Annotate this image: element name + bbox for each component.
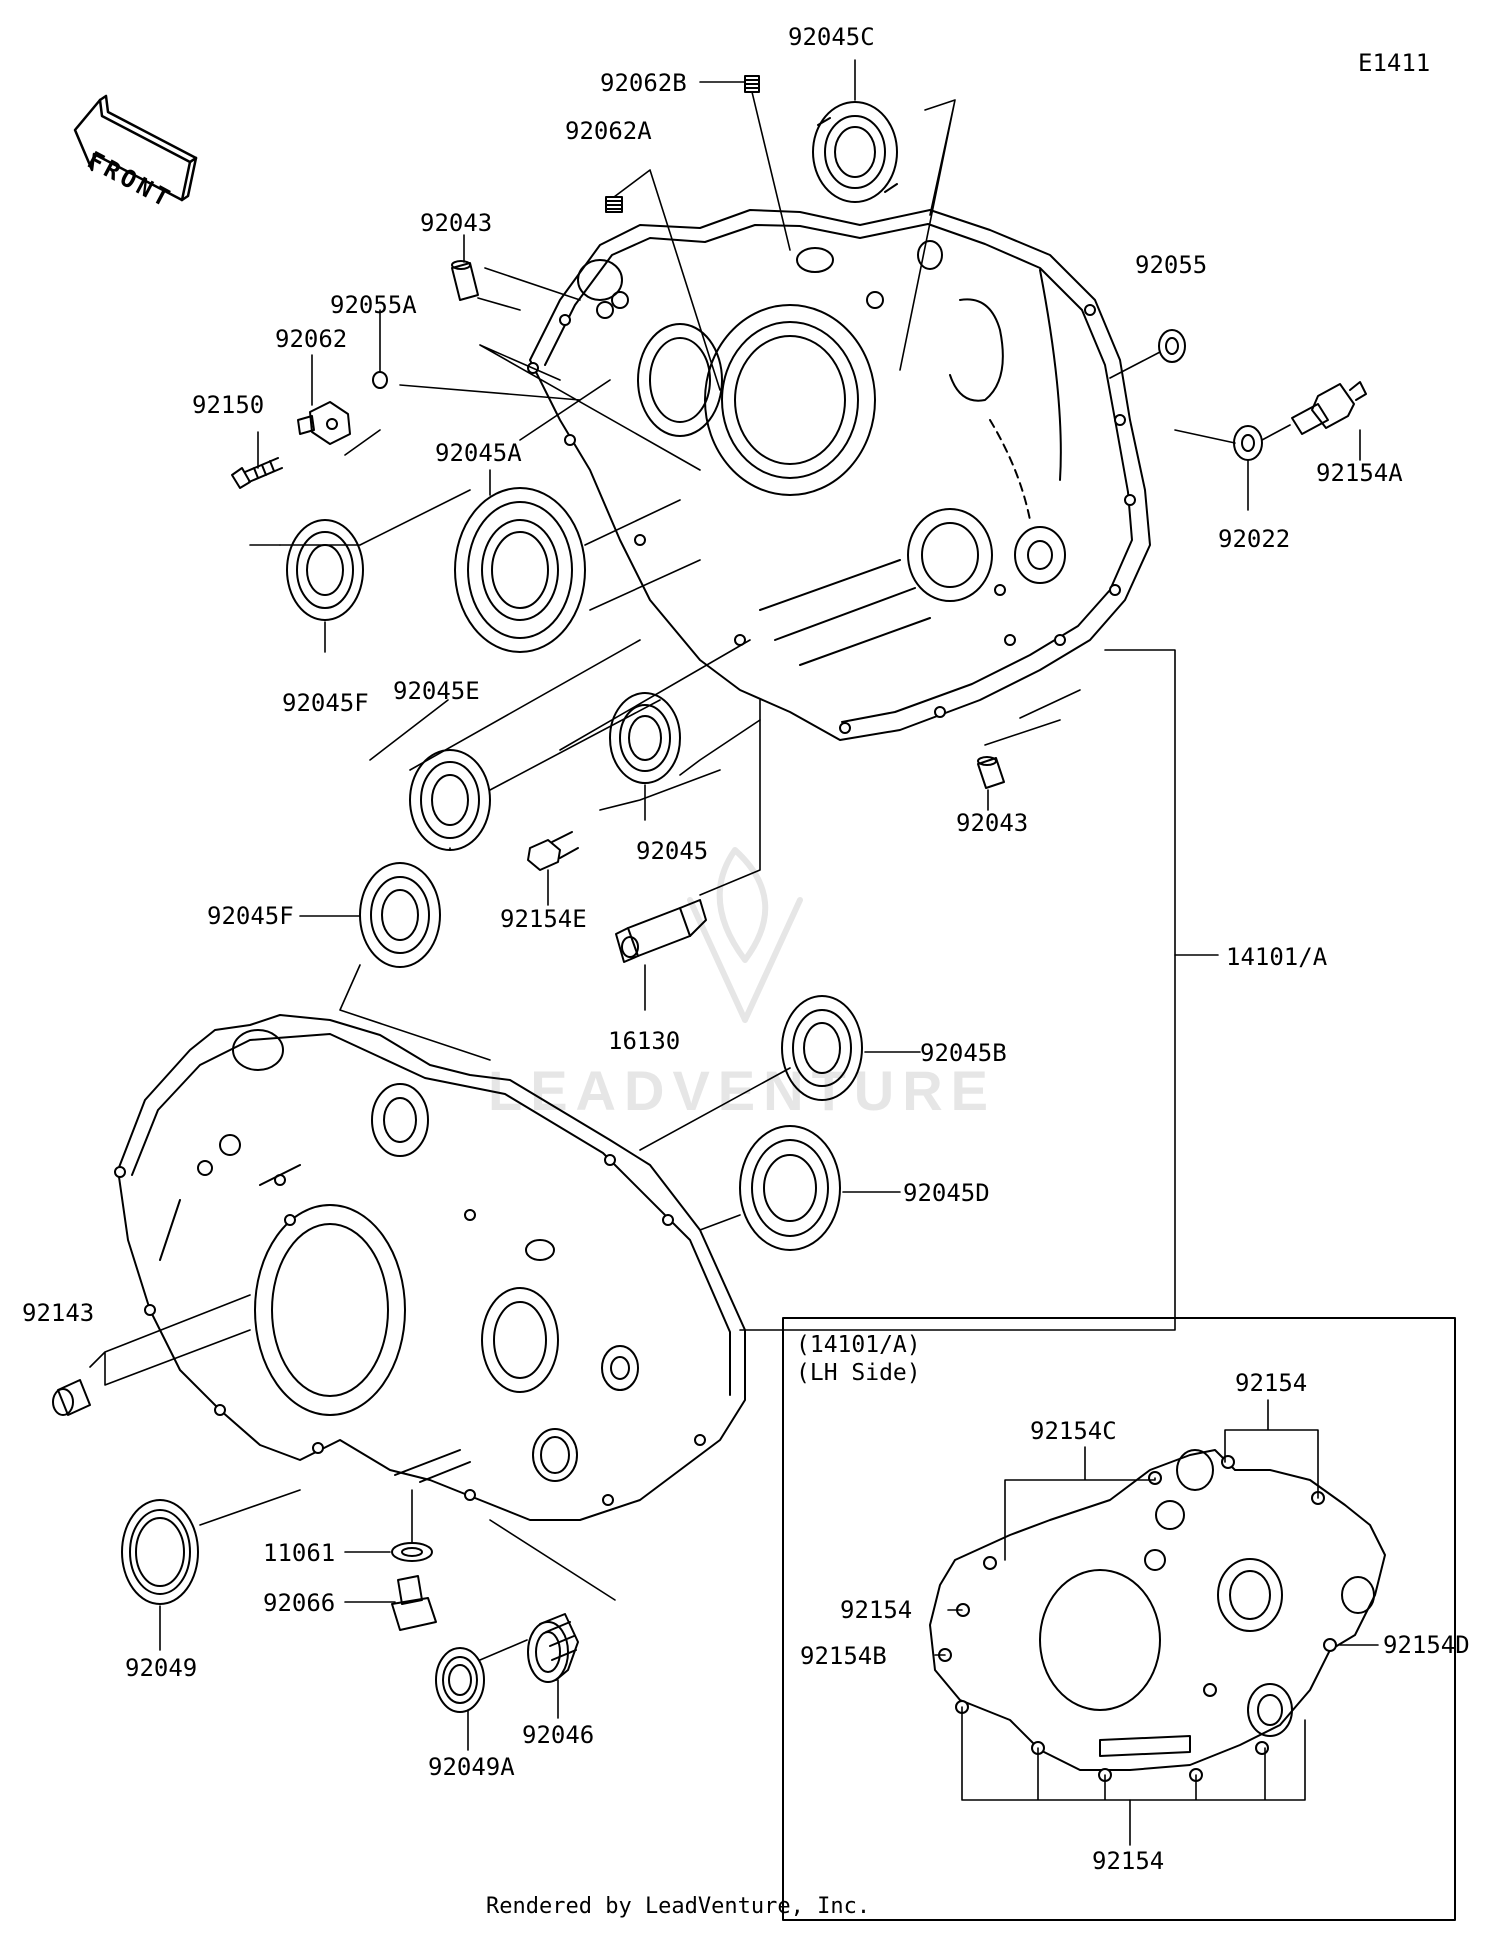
label-92045F-mid[interactable]: 92045F <box>207 902 294 930</box>
label-11061[interactable]: 11061 <box>263 1539 336 1567</box>
label-92150[interactable]: 92150 <box>192 391 265 419</box>
inset-title-line2: (LH Side) <box>796 1360 921 1386</box>
label-92062A[interactable]: 92062A <box>565 117 652 145</box>
washer-92022[interactable] <box>1233 425 1263 461</box>
label-92045A[interactable]: 92045A <box>435 439 522 467</box>
bearing-92045E[interactable] <box>409 749 491 851</box>
bolt-92154A[interactable] <box>1291 381 1367 435</box>
label-16130[interactable]: 16130 <box>608 1027 681 1055</box>
label-92045F-top[interactable]: 92045F <box>282 689 369 717</box>
crankcase-lh-half <box>114 1014 746 1521</box>
label-92045B[interactable]: 92045B <box>920 1039 1007 1067</box>
footer-credit: Rendered by LeadVenture, Inc. <box>486 1894 871 1919</box>
front-arrow-icon <box>73 94 198 202</box>
bearing-92045B[interactable] <box>781 995 863 1101</box>
washer-92055[interactable] <box>1158 329 1186 363</box>
inset-frame <box>782 1317 1456 1921</box>
label-92045C[interactable]: 92045C <box>788 23 875 51</box>
label-14101A[interactable]: 14101/A <box>1226 943 1328 971</box>
drain-plug-92066[interactable] <box>391 1575 437 1631</box>
inset-crankcase-lh <box>929 1449 1386 1782</box>
setscrew-92062A[interactable] <box>605 196 623 213</box>
bearing-92045C[interactable] <box>812 101 898 203</box>
label-92062[interactable]: 92062 <box>275 325 348 353</box>
watermark-logo <box>687 847 803 1023</box>
bearing-92045A[interactable] <box>454 487 586 653</box>
label-92066[interactable]: 92066 <box>263 1589 336 1617</box>
diagram-code: E1411 <box>1358 49 1431 77</box>
label-92154A[interactable]: 92154A <box>1316 459 1403 487</box>
bearing-92045[interactable] <box>609 692 681 784</box>
label-92154C[interactable]: 92154C <box>1030 1417 1117 1445</box>
inset-title-line1: (14101/A) <box>796 1332 921 1358</box>
label-92022[interactable]: 92022 <box>1218 525 1291 553</box>
label-92043-bottom[interactable]: 92043 <box>956 809 1029 837</box>
label-92055[interactable]: 92055 <box>1135 251 1208 279</box>
bolt-92154E[interactable] <box>527 831 579 871</box>
label-92045[interactable]: 92045 <box>636 837 709 865</box>
bearing-92045D[interactable] <box>739 1125 841 1251</box>
label-92045D[interactable]: 92045D <box>903 1179 990 1207</box>
gasket-11061[interactable] <box>391 1542 433 1562</box>
label-92046[interactable]: 92046 <box>522 1721 595 1749</box>
label-92049[interactable]: 92049 <box>125 1654 198 1682</box>
leader-lines <box>89 59 1379 1846</box>
label-92154E[interactable]: 92154E <box>500 905 587 933</box>
bolt-92150[interactable] <box>231 457 283 489</box>
bushing-92143[interactable] <box>52 1379 91 1416</box>
label-92154-inset-bottom[interactable]: 92154 <box>1092 1847 1165 1875</box>
label-92154-inset-top[interactable]: 92154 <box>1235 1369 1308 1397</box>
watermark-text: LEADVENTURE <box>488 1059 997 1122</box>
crankcase-rh-half <box>527 209 1151 741</box>
label-92055A[interactable]: 92055A <box>330 291 417 319</box>
label-92062B[interactable]: 92062B <box>600 69 687 97</box>
fitting-92062[interactable] <box>297 401 351 445</box>
label-92045E[interactable]: 92045E <box>393 677 480 705</box>
dowel-pin-92043-top[interactable] <box>451 260 479 301</box>
needle-bearing-92046[interactable] <box>527 1613 579 1683</box>
dowel-pin-92043-bottom[interactable] <box>977 756 1005 789</box>
bearing-92045F-top[interactable] <box>286 519 364 621</box>
bearing-92045F-mid[interactable] <box>359 862 441 968</box>
label-92154B[interactable]: 92154B <box>800 1642 887 1670</box>
fitting-16130[interactable] <box>615 899 707 963</box>
oil-seal-92049[interactable] <box>121 1499 199 1605</box>
setscrew-92062B[interactable] <box>744 75 760 93</box>
label-92049A[interactable]: 92049A <box>428 1753 515 1781</box>
label-92154-inset-left[interactable]: 92154 <box>840 1596 913 1624</box>
label-92154D[interactable]: 92154D <box>1383 1631 1470 1659</box>
oring-92055A[interactable] <box>372 371 388 389</box>
label-92143[interactable]: 92143 <box>22 1299 95 1327</box>
oil-seal-92049A[interactable] <box>435 1647 485 1713</box>
label-92043-top[interactable]: 92043 <box>420 209 493 237</box>
